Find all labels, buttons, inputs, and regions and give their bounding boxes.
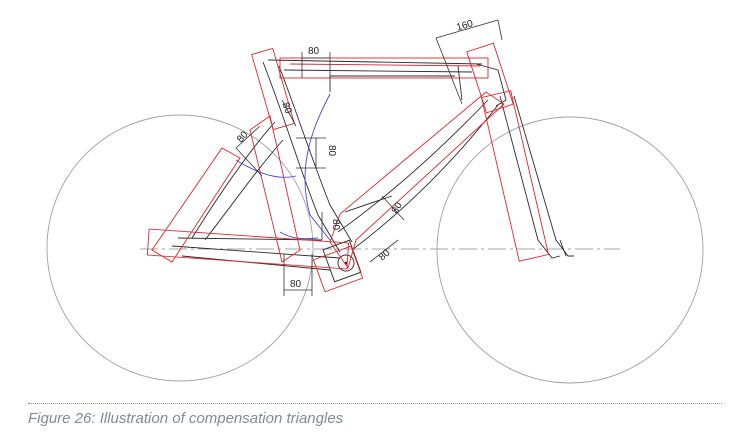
dim-label-seat-lower: 80 — [330, 219, 341, 231]
dim-label-seat-stay: 80 — [235, 129, 251, 145]
dim-label-down-tube: 80 — [390, 200, 405, 216]
dim-label-seat-mid: 80 — [326, 145, 337, 157]
dim-label-seat-upper: 80 — [279, 101, 293, 116]
dim-label-chainstay: 80 — [290, 279, 302, 290]
rear-wheel — [46, 114, 314, 382]
stay-centerline — [235, 159, 319, 240]
dim-label-fork: 160 — [455, 18, 474, 33]
dimension-lines — [235, 19, 503, 296]
compensation-outline — [146, 42, 550, 293]
front-wheel — [436, 116, 704, 384]
frame-outline — [171, 59, 574, 283]
bike-frame-diagram: 160 80 80 80 80 80 80 80 80 — [46, 18, 704, 384]
dim-label-top-tube: 80 — [308, 46, 320, 57]
figure-caption: Figure 26: Illustration of compensation … — [28, 410, 344, 427]
seat-tube-centerline — [304, 93, 331, 241]
caption-divider — [28, 403, 722, 404]
dim-label-bottom-bracket: 80 — [377, 247, 393, 263]
